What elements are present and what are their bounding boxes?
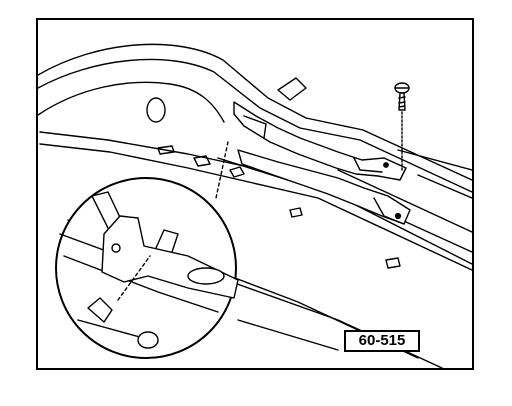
- hinge-arm-upper: [233, 101, 407, 181]
- magnified-detail: [55, 141, 239, 359]
- figure-frame: [36, 18, 474, 370]
- retaining-clips: [157, 145, 401, 269]
- figure-number-label: 60-515: [344, 330, 420, 352]
- hinge-arm-lower: [237, 149, 411, 225]
- screw-icon: [394, 82, 410, 171]
- body-hole: [146, 97, 166, 123]
- technical-illustration: [38, 43, 472, 368]
